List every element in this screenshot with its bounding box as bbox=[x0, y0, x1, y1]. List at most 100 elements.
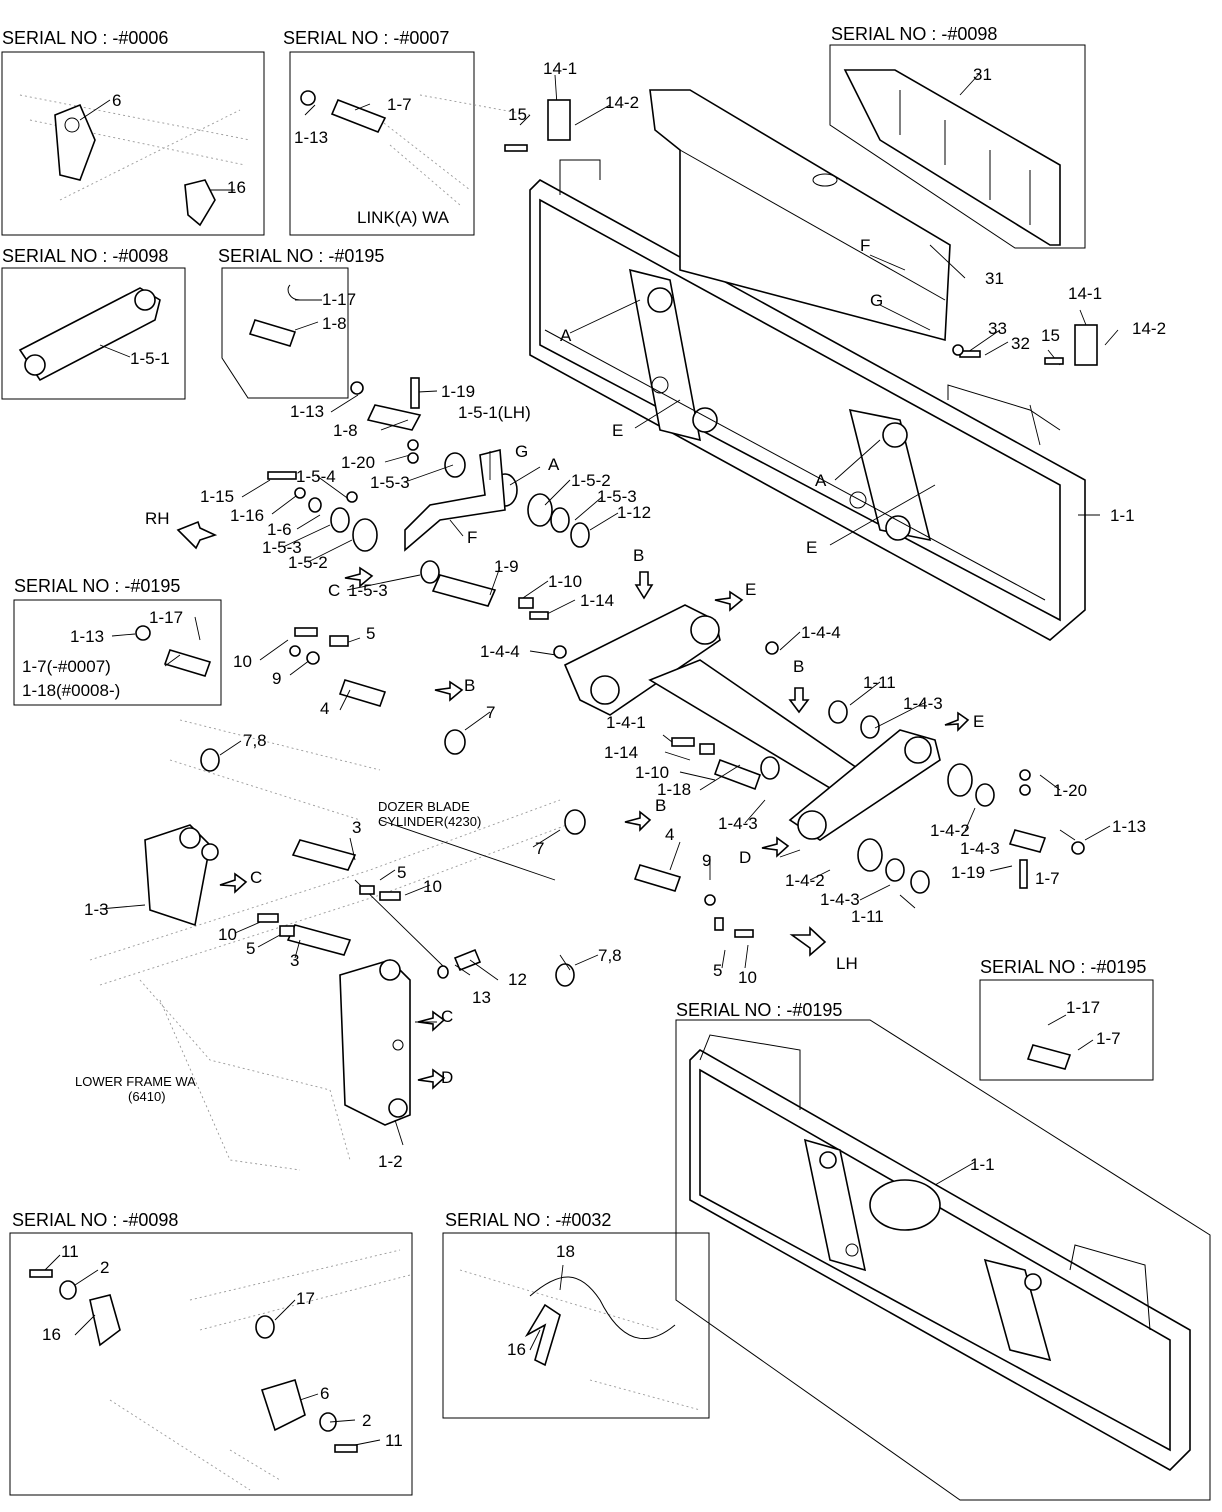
part-callout: G bbox=[870, 291, 883, 310]
part-callout: 1-17 bbox=[322, 290, 356, 309]
part-callout: D bbox=[441, 1068, 453, 1087]
serial-note-0195-pin: SERIAL NO : -#0195 bbox=[218, 246, 384, 266]
part-callout: 15 bbox=[508, 105, 527, 124]
inset-frames bbox=[1, 44, 1211, 1501]
inset-cover-31 bbox=[843, 69, 1061, 246]
leader-lines bbox=[44, 72, 1119, 1446]
part-callout: 1-5-3 bbox=[348, 581, 388, 600]
part-callout: 1-19 bbox=[951, 863, 985, 882]
part-callout: 18 bbox=[556, 1242, 575, 1261]
serial-note-0098-bottom: SERIAL NO : -#0098 bbox=[12, 1210, 178, 1230]
part-callout: 1-13 bbox=[290, 402, 324, 421]
part-callout: 14-2 bbox=[605, 93, 639, 112]
part-callout: B bbox=[464, 676, 475, 695]
part-callout: 16 bbox=[507, 1340, 526, 1359]
push-arms bbox=[563, 604, 941, 841]
part-callout: 14-2 bbox=[1132, 319, 1166, 338]
part-callout: 1-5-1 bbox=[130, 349, 170, 368]
part-callout: 1-5-2 bbox=[571, 471, 611, 490]
direction-arrows bbox=[176, 520, 970, 1090]
part-callout: G bbox=[515, 442, 528, 461]
dozer-cylinder-note-line1: DOZER BLADE bbox=[378, 799, 470, 814]
part-callout: 1-18(#0008-) bbox=[22, 681, 120, 700]
part-callout: 9 bbox=[702, 851, 711, 870]
part-callout: 1-14 bbox=[604, 743, 638, 762]
part-callout: D bbox=[739, 848, 751, 867]
part-callout: 1-5-4 bbox=[296, 467, 336, 486]
part-callout: 1-4-1 bbox=[606, 713, 646, 732]
part-callout: E bbox=[973, 712, 984, 731]
lh-direction-label: LH bbox=[836, 954, 858, 973]
part-callout: 1-20 bbox=[341, 453, 375, 472]
part-callout: 1-9 bbox=[494, 557, 519, 576]
part-callout: 1-2 bbox=[378, 1152, 403, 1171]
part-callout: C bbox=[250, 868, 262, 887]
part-callout: 17 bbox=[296, 1289, 315, 1308]
part-callout: 1-7(-#0007) bbox=[22, 657, 111, 676]
dozer-blade-main bbox=[529, 159, 1086, 641]
part-callout: 7,8 bbox=[243, 731, 267, 750]
part-callout: 1-13 bbox=[1112, 817, 1146, 836]
part-callout: 1-13 bbox=[294, 128, 328, 147]
part-callout: 2 bbox=[362, 1411, 371, 1430]
frame-brackets bbox=[144, 824, 411, 1126]
part-callout: E bbox=[745, 580, 756, 599]
part-callout: 1-19 bbox=[441, 382, 475, 401]
part-callout: 12 bbox=[508, 970, 527, 989]
part-callout: 1-5-3 bbox=[262, 538, 302, 557]
part-callout: B bbox=[633, 546, 644, 565]
part-callout: 7 bbox=[486, 703, 495, 722]
part-callout: A bbox=[560, 326, 572, 345]
part-callout: E bbox=[612, 421, 623, 440]
pins bbox=[163, 98, 1072, 1070]
part-callout: 4 bbox=[320, 699, 329, 718]
part-callout: F bbox=[467, 528, 477, 547]
part-callout: 7 bbox=[535, 839, 544, 858]
part-callout: 1-11 bbox=[851, 907, 884, 926]
part-callout: 31 bbox=[985, 269, 1004, 288]
part-callout: 1-10 bbox=[635, 763, 669, 782]
part-callout: 1-7 bbox=[1096, 1029, 1121, 1048]
part-callout: 15 bbox=[1041, 326, 1060, 345]
part-callout: 1-8 bbox=[333, 421, 358, 440]
part-callout: 2 bbox=[100, 1258, 109, 1277]
part-callout: 5 bbox=[713, 961, 722, 980]
part-callout: 1-1 bbox=[970, 1155, 995, 1174]
serial-note-0098-top: SERIAL NO : -#0098 bbox=[831, 24, 997, 44]
bushings-and-rings bbox=[59, 452, 995, 1432]
part-callout: 1-7 bbox=[387, 95, 412, 114]
part-callout: B bbox=[655, 796, 666, 815]
part-callout: 11 bbox=[61, 1242, 79, 1261]
part-callout: 7,8 bbox=[598, 946, 622, 965]
part-callout: 1-11 bbox=[863, 673, 896, 692]
serial-note-0032: SERIAL NO : -#0032 bbox=[445, 1210, 611, 1230]
part-callout: F bbox=[860, 236, 870, 255]
part-callout: 1-5-3 bbox=[597, 487, 637, 506]
part-callout: 11 bbox=[385, 1431, 403, 1450]
dozer-cylinder-note-line2: CYLINDER(4230) bbox=[378, 814, 481, 829]
part-callout: C bbox=[441, 1007, 453, 1026]
part-callout: 1-16 bbox=[230, 506, 264, 525]
part-callout: 1-17 bbox=[1066, 998, 1100, 1017]
part-callout: 31 bbox=[973, 65, 992, 84]
part-callout: 5 bbox=[366, 624, 375, 643]
serial-note-0006: SERIAL NO : -#0006 bbox=[2, 28, 168, 48]
rh-direction-label: RH bbox=[145, 509, 170, 528]
serial-note-0195-right: SERIAL NO : -#0195 bbox=[980, 957, 1146, 977]
part-callout: 1-4-2 bbox=[930, 821, 970, 840]
part-callout: 1-15 bbox=[200, 487, 234, 506]
part-callout: 1-4-4 bbox=[801, 623, 841, 642]
bolts-and-nuts bbox=[29, 90, 1098, 1453]
part-callout: 1-3 bbox=[84, 900, 109, 919]
serial-note-0098-link: SERIAL NO : -#0098 bbox=[2, 246, 168, 266]
part-callout: 14-1 bbox=[543, 59, 577, 78]
inset-blade-lower bbox=[689, 1034, 1191, 1471]
part-callout: 1-8 bbox=[322, 314, 347, 333]
part-callout: 1-12 bbox=[617, 503, 651, 522]
part-callout: E bbox=[806, 538, 817, 557]
part-callout: 1-5-3 bbox=[370, 473, 410, 492]
lower-frame-note-line2: (6410) bbox=[128, 1089, 166, 1104]
part-callout: C bbox=[328, 581, 340, 600]
part-callout: A bbox=[548, 455, 560, 474]
